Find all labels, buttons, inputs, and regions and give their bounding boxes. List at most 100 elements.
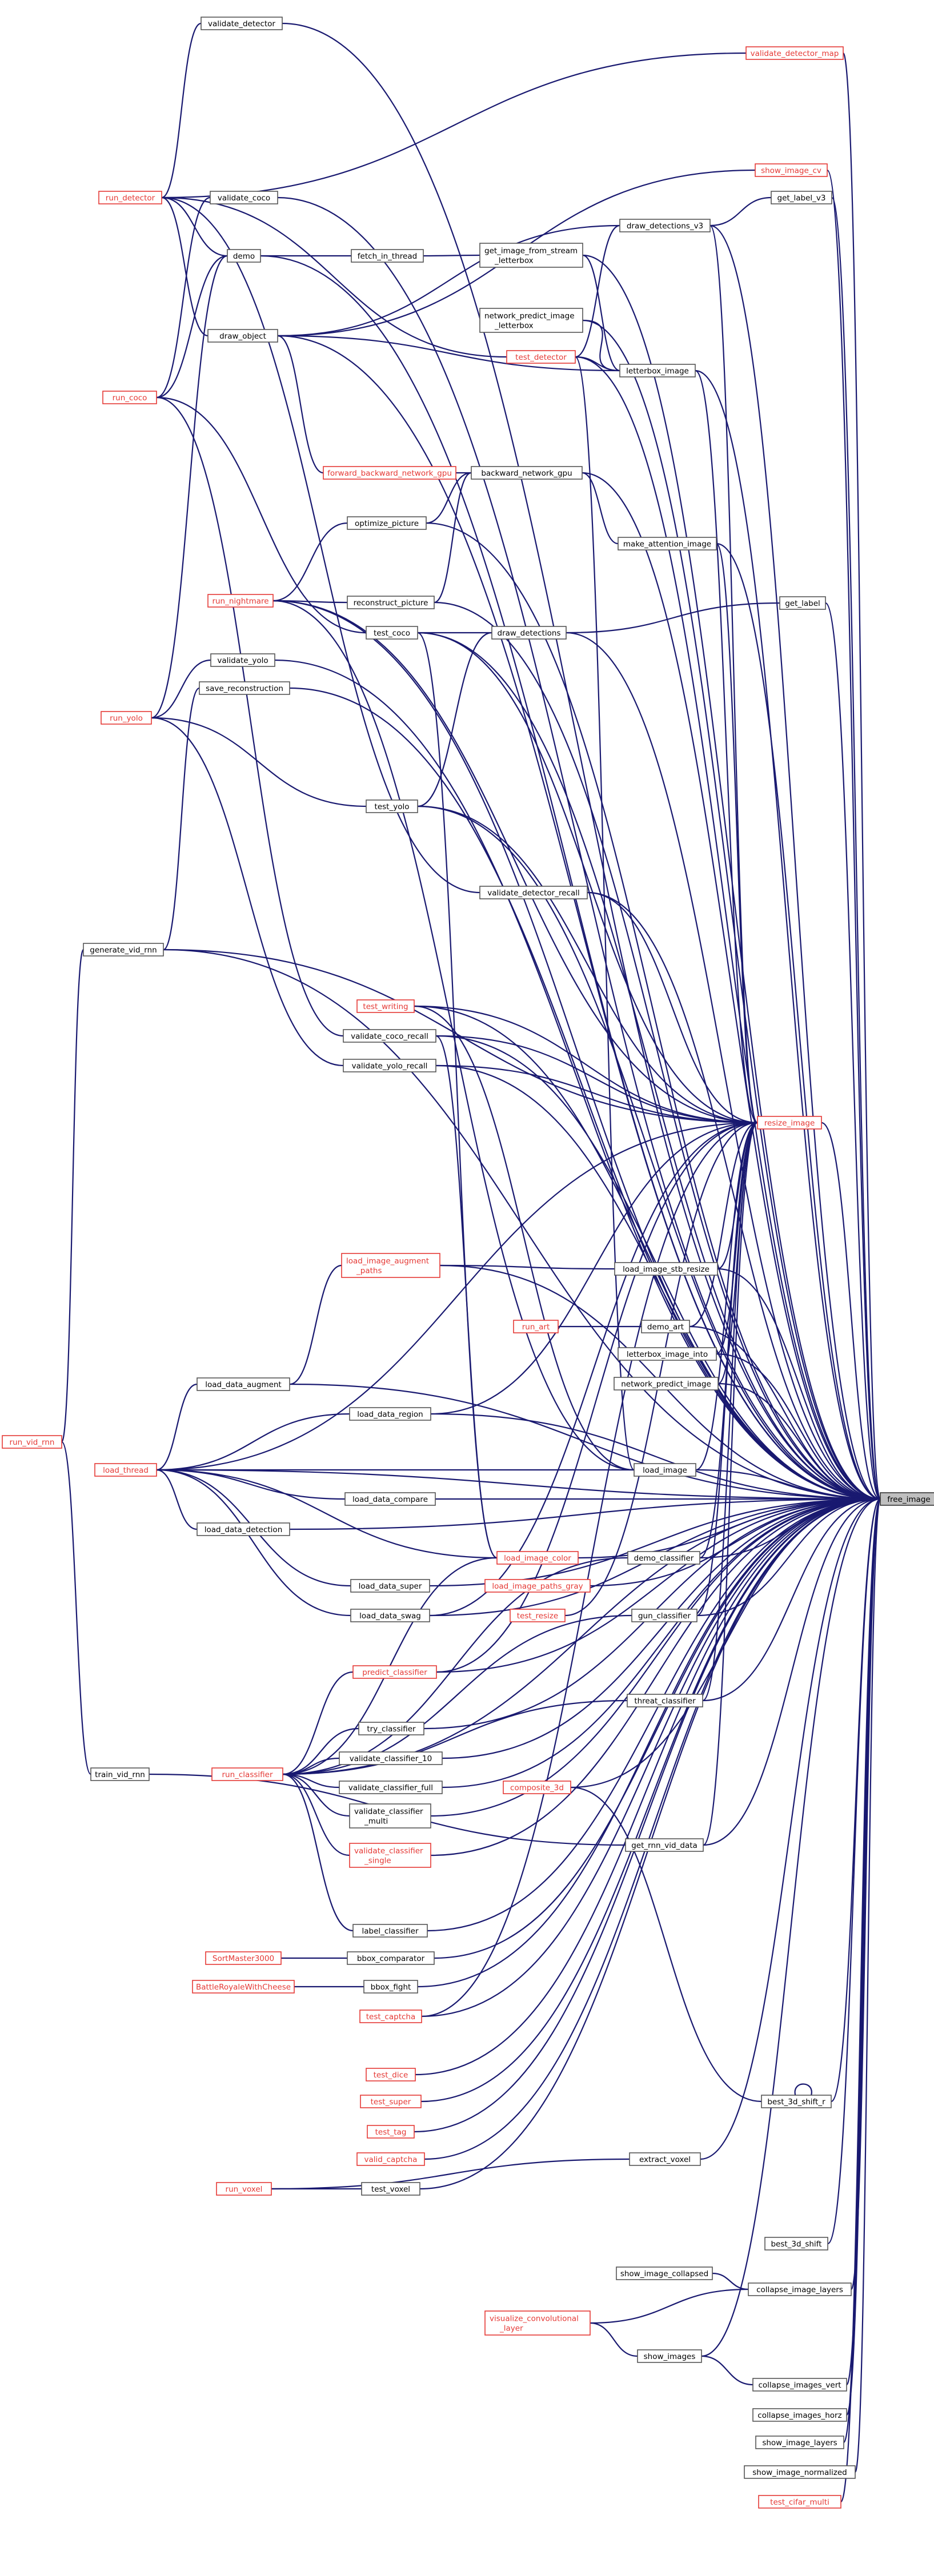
node-demo_art[interactable]: demo_art [641,1320,690,1333]
node-test_coco[interactable]: test_coco [366,626,418,640]
node-draw_detections[interactable]: draw_detections [491,626,567,640]
node-bbox_comparator[interactable]: bbox_comparator [347,1951,435,1965]
edge-show_image_cv-to-free_image [827,169,881,1500]
node-show_image_layers[interactable]: show_image_layers [755,2436,844,2449]
node-box [619,219,711,232]
node-load_data_region[interactable]: load_data_region [349,1407,431,1421]
node-generate_vid_rnn[interactable]: generate_vid_rnn [83,943,164,957]
node-test_tag[interactable]: test_tag [367,2125,415,2139]
node-valid_captcha[interactable]: valid_captcha [356,2152,425,2166]
node-letterbox_image_into[interactable]: letterbox_image_into [618,1347,717,1361]
node-run_vid_rnn[interactable]: run_vid_rnn [2,1435,62,1449]
node-load_thread[interactable]: load_thread [94,1463,157,1477]
node-show_image_normalized[interactable]: show_image_normalized [744,2465,856,2479]
node-get_image_from_stream_letterbox[interactable]: get_image_from_stream_letterbox [479,243,583,268]
node-reconstruct_picture[interactable]: reconstruct_picture [347,596,435,609]
node-test_writing[interactable]: test_writing [356,999,415,1013]
node-visualize_convolutional_layer[interactable]: visualize_convolutional_layer [484,2310,591,2336]
node-draw_detections_v3[interactable]: draw_detections_v3 [619,219,711,232]
node-test_dice[interactable]: test_dice [366,2068,416,2081]
node-network_predict_image_letterbox[interactable]: network_predict_image_letterbox [479,308,583,333]
node-best_3d_shift[interactable]: best_3d_shift [764,2237,828,2251]
node-load_data_detection[interactable]: load_data_detection [197,1522,290,1536]
node-show_images[interactable]: show_images [637,2349,702,2363]
node-load_data_augment[interactable]: load_data_augment [197,1377,290,1391]
node-load_image_augment_paths[interactable]: load_image_augment_paths [341,1253,440,1278]
node-load_data_compare[interactable]: load_data_compare [344,1492,436,1506]
node-validate_detector_recall[interactable]: validate_detector_recall [479,886,588,899]
node-collapse_image_layers[interactable]: collapse_image_layers [748,2282,852,2296]
node-show_image_collapsed[interactable]: show_image_collapsed [616,2266,713,2280]
edge-run_yolo-to-test_yolo [151,717,367,807]
node-validate_classifier_full[interactable]: validate_classifier_full [339,1781,443,1794]
node-validate_classifier_single[interactable]: validate_classifier_single [349,1843,431,1868]
node-validate_classifier_multi[interactable]: validate_classifier_multi [349,1803,431,1828]
node-letterbox_image[interactable]: letterbox_image [619,364,696,377]
node-network_predict_image[interactable]: network_predict_image [614,1377,719,1391]
node-make_attention_image[interactable]: make_attention_image [618,537,717,550]
node-backward_network_gpu[interactable]: backward_network_gpu [471,466,583,480]
node-run_nightmare[interactable]: run_nightmare [207,594,274,608]
node-get_label_v3[interactable]: get_label_v3 [771,191,832,204]
node-label_classifier[interactable]: label_classifier [352,1924,428,1938]
node-validate_yolo[interactable]: validate_yolo [210,653,275,667]
node-test_captcha[interactable]: test_captcha [359,2010,422,2023]
node-collapse_images_vert[interactable]: collapse_images_vert [752,2378,847,2392]
node-box [510,1609,566,1622]
node-SortMaster3000[interactable]: SortMaster3000 [205,1951,282,1965]
node-load_data_super[interactable]: load_data_super [350,1579,430,1593]
node-collapse_images_horz[interactable]: collapse_images_horz [752,2408,847,2422]
node-get_rnn_vid_data[interactable]: get_rnn_vid_data [625,1838,704,1852]
node-try_classifier[interactable]: try_classifier [358,1722,424,1735]
edge-get_rnn_vid_data-to-resize_image [703,1122,758,1846]
node-validate_yolo_recall[interactable]: validate_yolo_recall [343,1059,436,1072]
node-test_yolo[interactable]: test_yolo [366,799,418,813]
node-test_voxel[interactable]: test_voxel [361,2182,420,2196]
node-show_image_cv[interactable]: show_image_cv [755,163,828,177]
node-gun_classifier[interactable]: gun_classifier [631,1609,698,1622]
node-demo_classifier[interactable]: demo_classifier [627,1551,700,1565]
node-threat_classifier[interactable]: threat_classifier [627,1694,703,1707]
edge-validate_detector_map-to-free_image [842,52,881,1500]
node-run_voxel[interactable]: run_voxel [216,2182,272,2196]
node-test_super[interactable]: test_super [360,2095,422,2108]
edge-run_classifier-to-gun_classifier [282,1614,632,1775]
node-load_image_stb_resize[interactable]: load_image_stb_resize [614,1262,718,1276]
node-save_reconstruction[interactable]: save_reconstruction [199,681,290,695]
node-run_detector[interactable]: run_detector [98,191,162,204]
node-load_data_swag[interactable]: load_data_swag [350,1609,430,1622]
node-test_cifar_multi[interactable]: test_cifar_multi [758,2495,841,2509]
node-validate_classifier_10[interactable]: validate_classifier_10 [339,1751,443,1765]
node-run_coco[interactable]: run_coco [102,391,157,404]
node-label: validate_detector [208,19,275,29]
node-validate_detector_map[interactable]: validate_detector_map [745,46,844,60]
node-load_image_paths_gray[interactable]: load_image_paths_gray [484,1579,591,1593]
node-load_image[interactable]: load_image [634,1463,696,1477]
node-resize_image[interactable]: resize_image [757,1116,822,1130]
node-BattleRoyaleWithCheese[interactable]: BattleRoyaleWithCheese [192,1980,295,1994]
node-test_resize[interactable]: test_resize [510,1609,566,1622]
node-bbox_fight[interactable]: bbox_fight [363,1980,418,1994]
node-load_image_color[interactable]: load_image_color [496,1551,579,1565]
node-box [339,1781,443,1794]
node-get_label[interactable]: get_label [779,596,826,610]
node-run_classifier[interactable]: run_classifier [211,1767,283,1781]
node-draw_object[interactable]: draw_object [207,329,278,343]
node-composite_3d[interactable]: composite_3d [503,1781,571,1794]
node-validate_coco_recall[interactable]: validate_coco_recall [343,1029,436,1043]
node-validate_detector[interactable]: validate_detector [201,17,283,30]
node-test_detector[interactable]: test_detector [506,350,576,364]
node-extract_voxel[interactable]: extract_voxel [629,2152,701,2166]
node-free_image[interactable]: free_image [880,1492,934,1506]
node-predict_classifier[interactable]: predict_classifier [352,1665,437,1679]
node-demo[interactable]: demo [227,249,261,263]
edge-demo-to-free_image [260,255,881,1500]
node-fetch_in_thread[interactable]: fetch_in_thread [351,249,424,263]
node-run_art[interactable]: run_art [513,1320,559,1333]
node-optimize_picture[interactable]: optimize_picture [347,516,427,530]
node-validate_coco[interactable]: validate_coco [210,191,278,204]
node-best_3d_shift_r[interactable]: best_3d_shift_r [761,2095,832,2108]
node-run_yolo[interactable]: run_yolo [101,711,152,725]
node-train_vid_rnn[interactable]: train_vid_rnn [90,1767,150,1781]
node-forward_backward_network_gpu[interactable]: forward_backward_network_gpu [323,466,456,480]
